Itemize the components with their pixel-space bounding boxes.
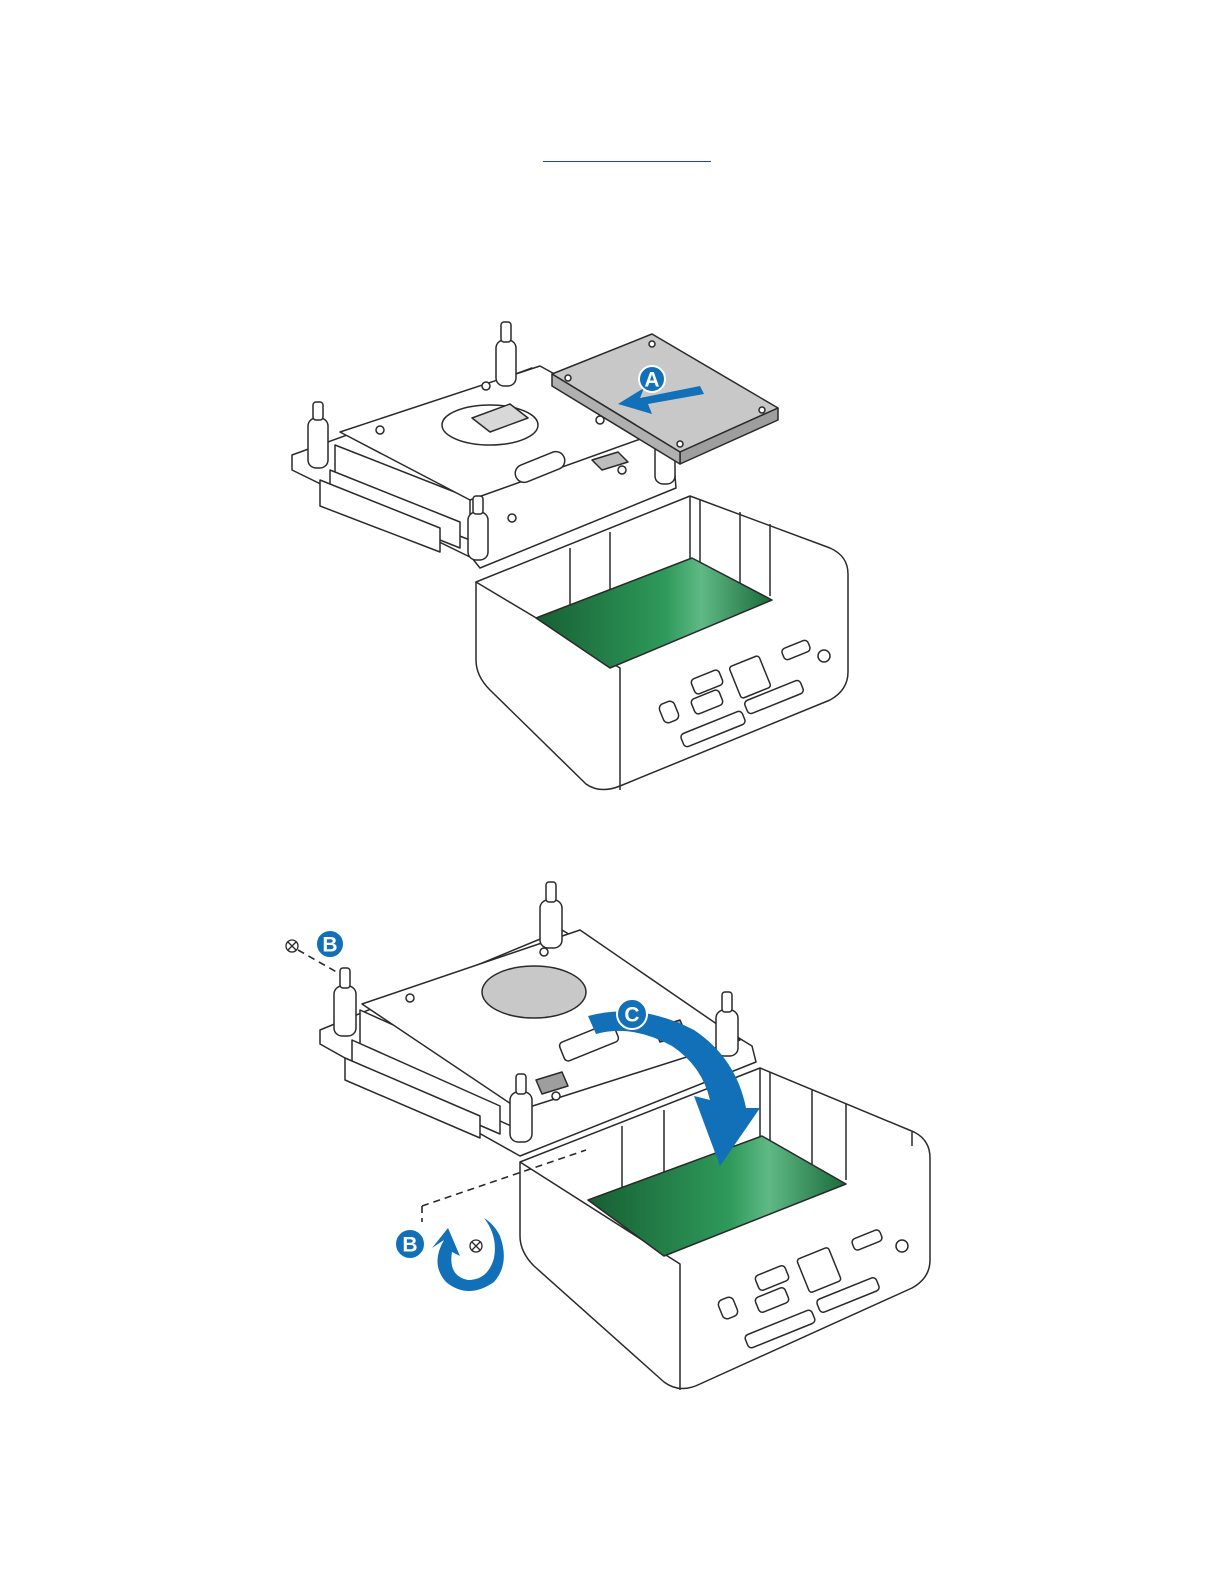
- callout-b-lower-label: B: [402, 1234, 417, 1257]
- figure-top: [292, 322, 848, 790]
- standoff: [308, 402, 328, 468]
- callout-b-upper: B: [316, 930, 344, 958]
- callout-b-upper-label: B: [322, 934, 337, 957]
- screw-icon: [286, 940, 298, 952]
- callout-b-lower: B: [395, 1229, 425, 1259]
- standoff: [496, 322, 516, 386]
- standoff: [334, 968, 356, 1036]
- standoff: [540, 882, 562, 948]
- callout-a-label: A: [644, 369, 659, 392]
- callout-c-label: C: [624, 1004, 639, 1027]
- callout-a: A: [639, 366, 665, 392]
- callout-c: C: [617, 999, 647, 1029]
- figure-bottom: [320, 882, 930, 1390]
- standoff: [716, 992, 738, 1056]
- screw-icon: [470, 1240, 482, 1252]
- rotate-arrow-icon: [432, 1218, 504, 1291]
